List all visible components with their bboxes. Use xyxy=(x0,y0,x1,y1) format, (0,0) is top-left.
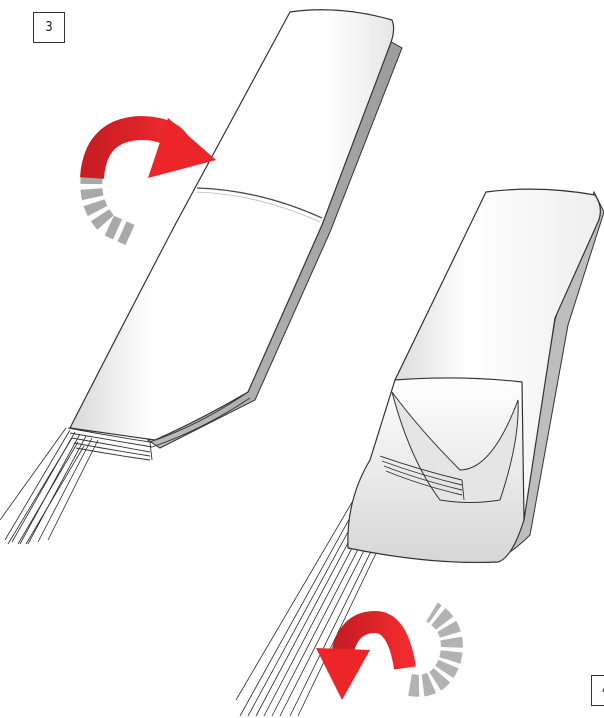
curved-arrow-down-icon xyxy=(316,602,463,700)
folded-strip-step4 xyxy=(235,188,604,717)
step-number-3: 3 xyxy=(33,12,65,43)
folded-strip-step3 xyxy=(0,9,403,545)
fold-crease-line xyxy=(196,187,323,219)
layered-edges-step4 xyxy=(379,455,465,501)
strands-step3 xyxy=(0,427,99,545)
curved-arrow-icon xyxy=(80,115,216,246)
step-number-4: 4 xyxy=(591,675,604,706)
strip-front-face xyxy=(69,9,395,441)
strip-upper-face xyxy=(394,188,601,547)
layered-edges-step3 xyxy=(67,391,251,461)
